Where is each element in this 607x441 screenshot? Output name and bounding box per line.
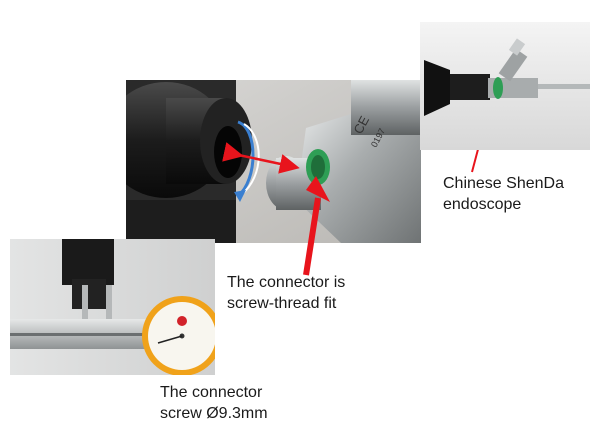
caliper-caption: The connector screw Ø9.3mm bbox=[160, 382, 268, 424]
connector-caption: The connector is screw-thread fit bbox=[227, 272, 345, 314]
thread-arrow-head bbox=[306, 176, 330, 202]
connector-caption-line1: The connector is bbox=[227, 274, 346, 291]
endoscope-caption: Chinese ShenDa endoscope bbox=[443, 173, 564, 215]
caliper-caption-line1: The connector bbox=[160, 384, 263, 401]
caliper-photo-illustration bbox=[10, 239, 215, 375]
connector-photo-illustration: CE 0197 bbox=[126, 80, 421, 243]
endoscope-caption-line1: Chinese ShenDa bbox=[443, 175, 564, 192]
caliper-photo bbox=[10, 239, 215, 375]
connector-photo: CE 0197 bbox=[126, 80, 421, 243]
thread-arrow bbox=[303, 197, 321, 276]
caliper-caption-line2: screw Ø9.3mm bbox=[160, 405, 268, 422]
fit-arrow bbox=[222, 142, 300, 174]
endoscope-photo bbox=[420, 22, 590, 150]
connector-caption-line2: screw-thread fit bbox=[227, 295, 337, 312]
endoscope-caption-line2: endoscope bbox=[443, 196, 522, 213]
endoscope-photo-illustration bbox=[420, 22, 590, 150]
